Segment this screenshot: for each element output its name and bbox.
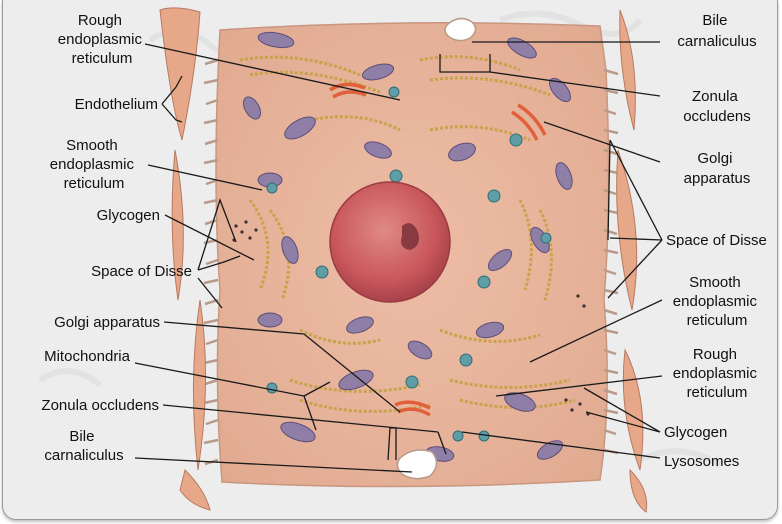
label-glycogen-left: Glycogen bbox=[97, 207, 160, 224]
label-zonula-right: Zonula occludens bbox=[683, 88, 751, 125]
label-endothelium: Endothelium bbox=[75, 96, 158, 113]
label-rough-er-left: Rough endoplasmic reticulum bbox=[58, 12, 146, 67]
label-space-of-disse-left: Space of Disse bbox=[91, 263, 192, 280]
label-golgi-right: Golgi apparatus bbox=[684, 150, 751, 187]
microvilli-left bbox=[204, 60, 218, 464]
label-space-of-disse-right: Space of Disse bbox=[666, 232, 767, 249]
label-glycogen-right: Glycogen bbox=[664, 424, 727, 441]
label-bile-right: Bile carnaliculus bbox=[677, 12, 756, 50]
label-zonula-left: Zonula occludens bbox=[41, 397, 159, 414]
label-golgi-left: Golgi apparatus bbox=[54, 314, 160, 331]
label-bile-left: Bile carnaliculus bbox=[44, 428, 123, 464]
labels-right: Bile carnaliculus Zonula occludens Golgi… bbox=[664, 12, 767, 470]
endothelium-left bbox=[160, 8, 210, 510]
label-mitochondria: Mitochondria bbox=[44, 348, 131, 365]
label-rough-er-right: Rough endoplasmic reticulum bbox=[673, 346, 761, 401]
label-smooth-er-right: Smooth endoplasmic reticulum bbox=[673, 274, 761, 329]
label-smooth-er-left: Smooth endoplasmic reticulum bbox=[50, 137, 138, 192]
nucleus bbox=[330, 182, 450, 302]
label-lysosomes: Lysosomes bbox=[664, 453, 739, 470]
